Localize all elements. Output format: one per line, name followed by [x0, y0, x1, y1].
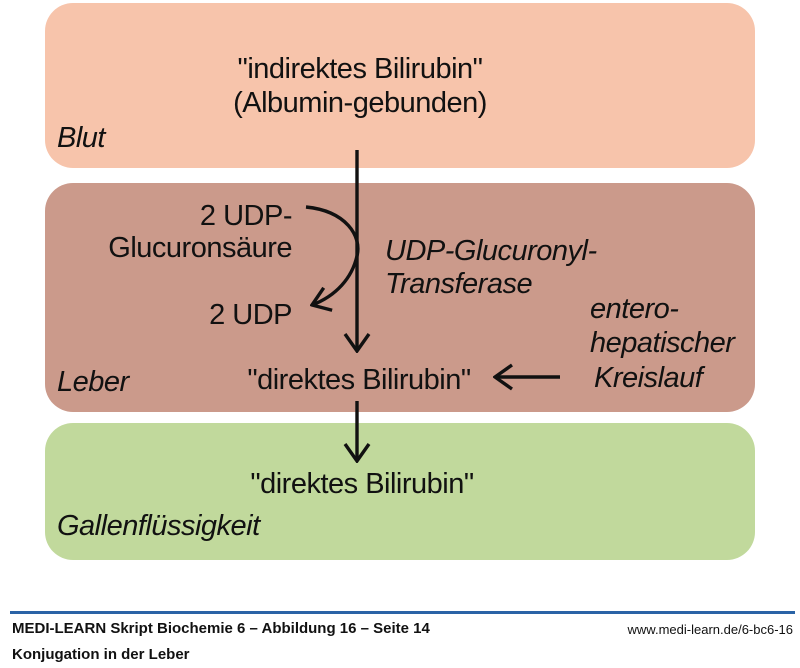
indirektes-bilirubin-line2: (Albumin-gebunden) [233, 87, 487, 119]
substrate-udp-glucuronsaeure-line2: Glucuronsäure [108, 232, 292, 264]
enzyme-label-line2: Transferase [385, 268, 533, 300]
enterohepatic-cycle-line1: entero- [590, 293, 679, 325]
footer-caption-text: Konjugation in der Leber [12, 646, 190, 663]
enterohepatic-cycle-line3: Kreislauf [594, 362, 703, 394]
direktes-bilirubin-galle: "direktes Bilirubin" [250, 468, 474, 500]
compartment-label-gallenfluessigkeit: Gallenflüssigkeit [57, 510, 260, 542]
compartment-blut [45, 3, 755, 168]
footer-url-text: www.medi-learn.de/6-bc6-16 [627, 622, 793, 637]
compartment-label-blut: Blut [57, 122, 105, 154]
product-udp: 2 UDP [209, 299, 292, 331]
direktes-bilirubin-leber: "direktes Bilirubin" [247, 364, 471, 396]
compartment-gallenfluessigkeit [45, 423, 755, 560]
compartment-leber [45, 183, 755, 412]
indirektes-bilirubin-line1: "indirektes Bilirubin" [237, 53, 483, 85]
enzyme-label-line1: UDP-Glucuronyl- [385, 235, 597, 267]
substrate-udp-glucuronsaeure-line1: 2 UDP- [199, 200, 293, 232]
compartment-label-leber: Leber [57, 366, 129, 398]
footer-source-text: MEDI-LEARN Skript Biochemie 6 – Abbildun… [12, 620, 430, 637]
enterohepatic-cycle-line2: hepatischer [590, 327, 735, 359]
footer-divider [10, 611, 795, 614]
